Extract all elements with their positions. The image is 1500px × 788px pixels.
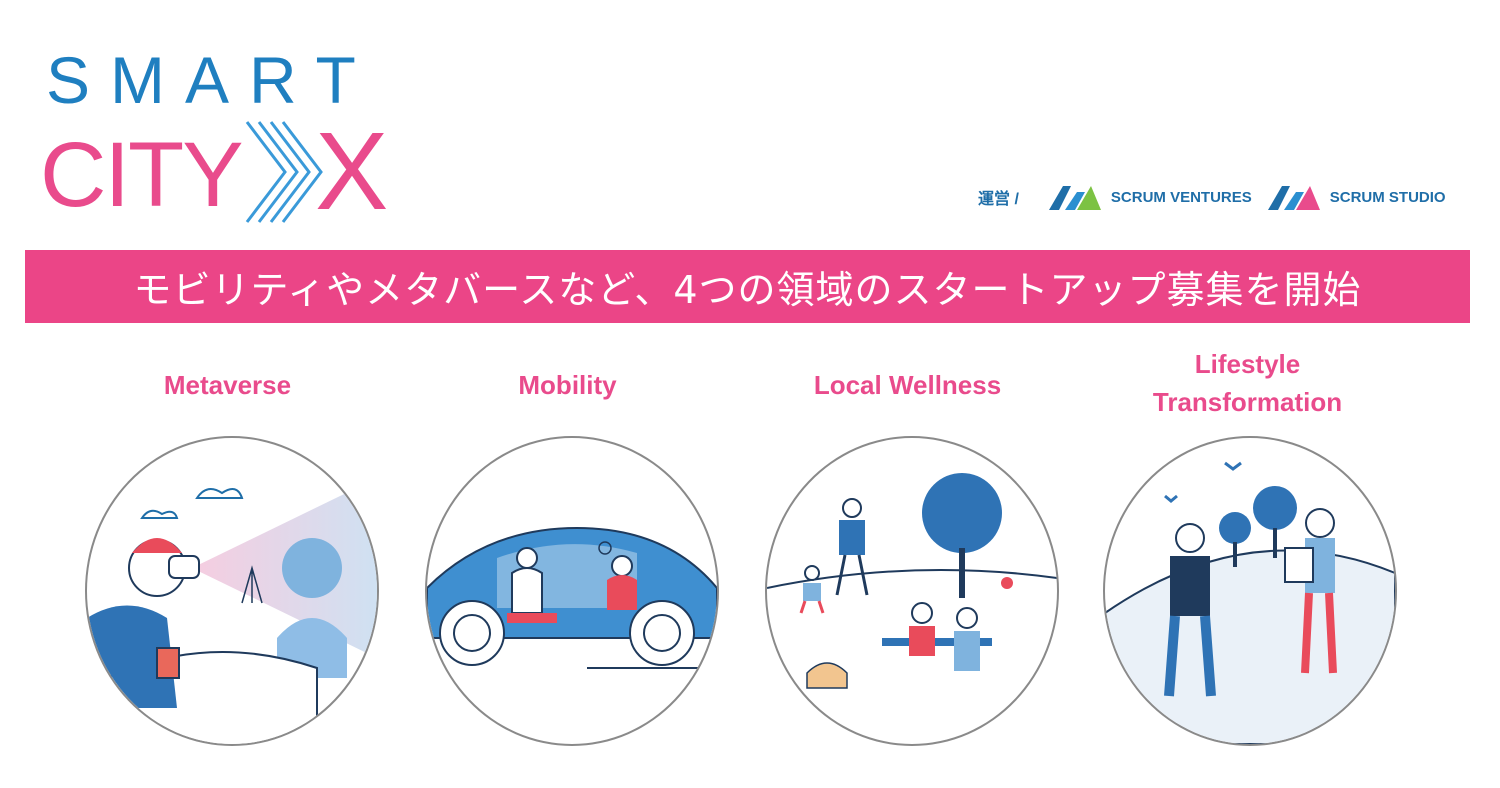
headline-banner-text: モビリティやメタバースなど、4つの領域のスタートアップ募集を開始 (133, 268, 1362, 312)
logo-x-mark: X (315, 110, 389, 233)
park-community-illustration (767, 473, 1057, 689)
org-scrum-studio-label: SCRUM STUDIO (1329, 188, 1446, 206)
scrum-ventures-logo-icon (1048, 186, 1101, 210)
headline-banner: モビリティやメタバースなど、4つの領域のスタートアップ募集を開始 (25, 250, 1470, 323)
operator-label: 運営 / (978, 191, 1019, 208)
mobility-illustration (425, 436, 719, 746)
category-title-metaverse: Metaverse (163, 370, 292, 400)
metaverse-illustration (85, 436, 379, 746)
category-title-mobility: Mobility (518, 370, 617, 400)
autonomous-car-illustration (427, 526, 717, 669)
recycling-exchange-illustration (1105, 461, 1395, 744)
org-scrum-ventures[interactable]: SCRUM VENTURES (1047, 182, 1252, 212)
logo-smart-text: SMART (46, 43, 376, 117)
category-title-local-wellness: Local Wellness (813, 370, 1002, 400)
org-scrum-ventures-label: SCRUM VENTURES (1110, 188, 1252, 206)
scrum-studio-logo-icon (1267, 186, 1320, 210)
smart-city-x-logo: SMART CITY X (40, 40, 400, 233)
vr-headset-illustration (87, 478, 377, 744)
logo-city-text: CITY (40, 124, 244, 226)
org-scrum-studio[interactable]: SCRUM STUDIO (1266, 182, 1446, 212)
local-wellness-illustration (765, 436, 1059, 746)
chevron-arrows-icon (245, 121, 323, 223)
operator-credits: 運営 / SCRUM VENTURES SCRUM STUDIO (978, 182, 1460, 212)
category-title-lifestyle-transformation: Lifestyle Transformation (1152, 349, 1343, 417)
lifestyle-transformation-illustration (1103, 436, 1397, 746)
